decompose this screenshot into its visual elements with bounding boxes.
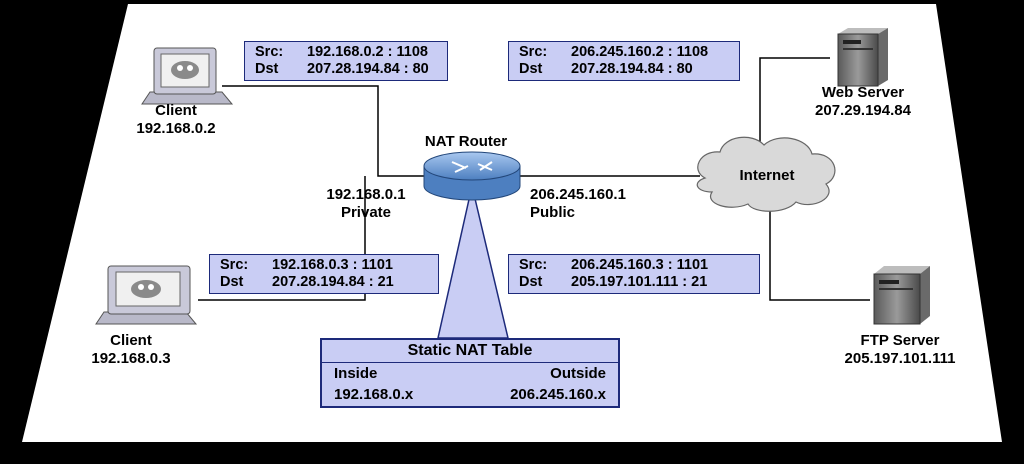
web-server-title: Web Server bbox=[821, 84, 905, 101]
nat-inside-value: 192.168.0.x bbox=[334, 386, 414, 403]
nat-table-row: 192.168.0.x 206.245.160.x bbox=[322, 384, 618, 405]
private-label: Private bbox=[340, 204, 392, 221]
router-public-interface: 206.245.160.1 Public bbox=[530, 186, 626, 222]
dst-value: 207.28.194.84 : 21 bbox=[272, 274, 394, 290]
nat-outside-value: 206.245.160.x bbox=[510, 386, 606, 403]
dst-value: 207.28.194.84 : 80 bbox=[307, 61, 429, 77]
internet-label: Internet bbox=[739, 167, 795, 184]
src-value: 192.168.0.2 : 1108 bbox=[307, 44, 428, 60]
client2-ip: 192.168.0.3 bbox=[91, 350, 171, 367]
packet-box-translated-ftp: Src: 206.245.160.3 : 1101 Dst 205.197.101.… bbox=[508, 254, 760, 294]
client1-label: Client 192.168.0.2 bbox=[136, 102, 215, 138]
ftp-server-title: FTP Server bbox=[860, 332, 940, 349]
link-internet-webserver bbox=[759, 57, 830, 150]
packet-box-client2-outbound: Src: 192.168.0.3 : 1101 Dst 207.28.194.84 … bbox=[209, 254, 439, 294]
dst-label: Dst bbox=[255, 61, 279, 77]
nat-router-icon bbox=[423, 151, 521, 201]
src-value: 206.245.160.3 : 1101 bbox=[571, 257, 709, 273]
src-label: Src: bbox=[519, 44, 548, 60]
router-private-interface: 192.168.0.1 Private bbox=[326, 186, 405, 222]
dst-value: 207.28.194.84 : 80 bbox=[571, 61, 693, 77]
client2-title: Client bbox=[110, 332, 152, 349]
router-label: NAT Router bbox=[424, 133, 508, 150]
web-server-label: Web Server 207.29.194.84 bbox=[815, 84, 911, 120]
client1-ip: 192.168.0.2 bbox=[136, 120, 216, 137]
src-value: 192.168.0.3 : 1101 bbox=[272, 257, 393, 273]
src-label: Src: bbox=[255, 44, 284, 60]
src-value: 206.245.160.2 : 1108 bbox=[571, 44, 709, 60]
link-client1-router bbox=[222, 85, 430, 177]
diagram-sheet bbox=[22, 4, 1002, 442]
internet-cloud-icon bbox=[696, 136, 836, 212]
ftp-server-ip: 205.197.101.111 bbox=[844, 350, 956, 367]
public-label: Public bbox=[530, 204, 576, 221]
ftp-server-label: FTP Server 205.197.101.111 bbox=[845, 332, 956, 368]
static-nat-table: Static NAT Table Inside Outside 192.168.… bbox=[320, 338, 620, 408]
src-label: Src: bbox=[519, 257, 548, 273]
dst-label: Dst bbox=[519, 274, 543, 290]
link-internet-ftpserver bbox=[769, 200, 870, 301]
dst-label: Dst bbox=[220, 274, 244, 290]
packet-box-client1-outbound: Src: 192.168.0.2 : 1108 Dst 207.28.194.84 … bbox=[244, 41, 448, 81]
client2-label: Client 192.168.0.3 bbox=[91, 332, 170, 368]
network-links bbox=[198, 57, 870, 301]
web-server-icon bbox=[837, 28, 888, 87]
nat-col-outside: Outside bbox=[550, 365, 606, 382]
dst-label: Dst bbox=[519, 61, 543, 77]
private-ip: 192.168.0.1 bbox=[326, 186, 406, 203]
public-ip: 206.245.160.1 bbox=[530, 186, 626, 203]
client2-computer-icon bbox=[95, 265, 198, 325]
nat-col-inside: Inside bbox=[334, 365, 378, 382]
packet-box-translated-web: Src: 206.245.160.2 : 1108 Dst 207.28.194.8… bbox=[508, 41, 740, 81]
ftp-server-icon bbox=[873, 266, 930, 325]
web-server-ip: 207.29.194.84 bbox=[815, 102, 911, 119]
src-label: Src: bbox=[220, 257, 249, 273]
link-client2-router bbox=[198, 176, 366, 301]
nat-table-header: Inside Outside bbox=[322, 363, 618, 384]
nat-table-title: Static NAT Table bbox=[322, 340, 618, 363]
client1-computer-icon bbox=[141, 47, 234, 105]
client1-title: Client bbox=[155, 102, 197, 119]
dst-value: 205.197.101.111 : 21 bbox=[571, 274, 708, 290]
